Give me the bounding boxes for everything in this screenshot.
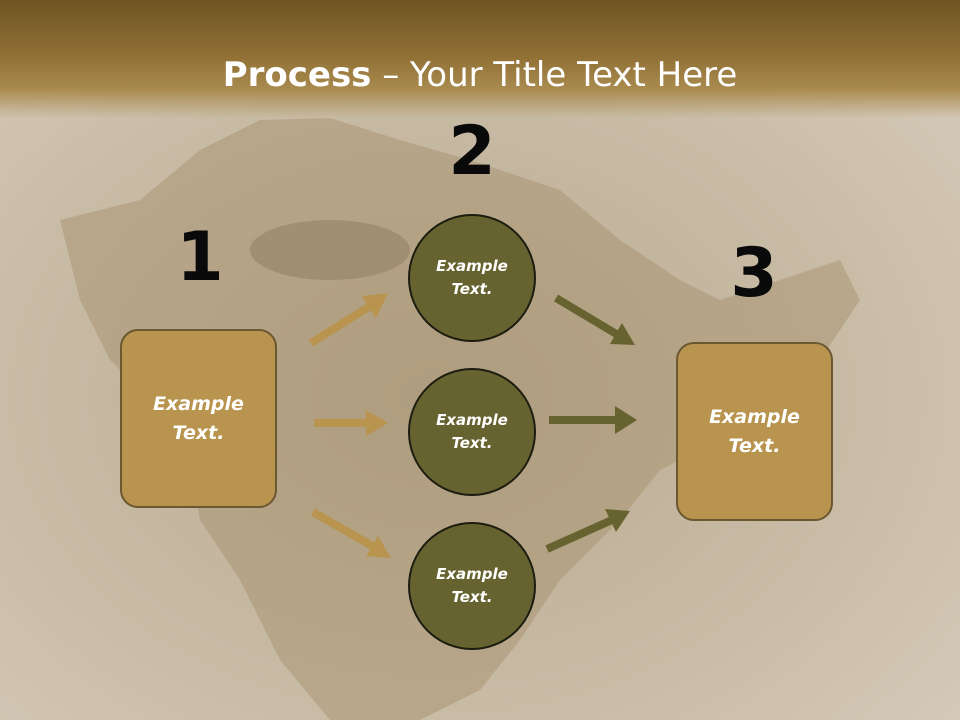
slide-title: Process – Your Title Text Here	[0, 52, 960, 98]
arrow-left-middle	[314, 410, 388, 436]
arrow-right-up	[553, 294, 635, 345]
title-bold: Process	[222, 55, 372, 95]
eye-shape	[250, 220, 410, 280]
left-box-text: Example Text.	[153, 392, 244, 444]
arrow-left-down	[311, 508, 391, 558]
right-box: Example Text.	[676, 342, 833, 521]
circle-1: Example Text.	[408, 214, 536, 342]
step-number-1: 1	[176, 218, 224, 297]
step-number-3: 3	[730, 234, 778, 313]
arrow-left-up	[308, 293, 388, 347]
circle-2-text: Example Text.	[436, 411, 508, 452]
left-box: Example Text.	[120, 329, 277, 508]
circle-3: Example Text.	[408, 522, 536, 650]
title-bar	[0, 0, 960, 118]
circle-1-text: Example Text.	[436, 257, 508, 298]
arrow-right-middle	[549, 406, 637, 434]
arrow-right-down	[545, 509, 630, 553]
circle-3-text: Example Text.	[436, 565, 508, 606]
title-rest: – Your Title Text Here	[371, 55, 738, 95]
right-box-text: Example Text.	[709, 405, 800, 457]
circle-2: Example Text.	[408, 368, 536, 496]
step-number-2: 2	[448, 112, 496, 191]
